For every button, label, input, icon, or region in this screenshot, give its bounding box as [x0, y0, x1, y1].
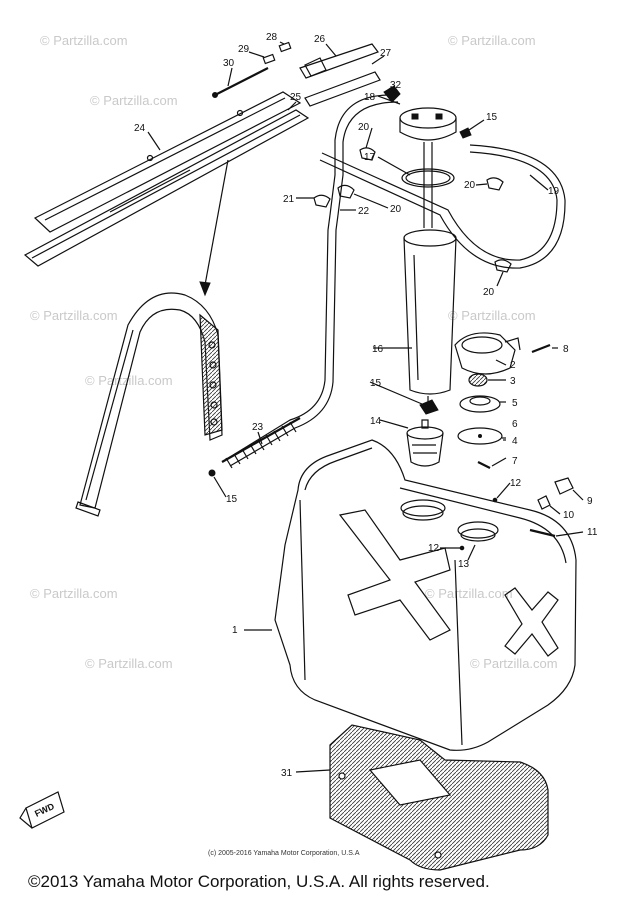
part-31-base-plate [329, 724, 549, 871]
callout-5: 5 [512, 398, 518, 409]
callout-28: 28 [266, 32, 278, 43]
callout-2: 2 [510, 360, 516, 371]
callout-14: 14 [370, 416, 382, 427]
callout-27: 27 [380, 48, 392, 59]
callout-12b: 12 [428, 543, 440, 554]
callout-32: 32 [390, 80, 402, 91]
callout-24: 24 [134, 123, 146, 134]
part-1-fuel-tank [274, 439, 577, 751]
tank-openings [400, 499, 499, 542]
part-19-vent-hose [319, 94, 566, 269]
callout-10: 10 [563, 510, 575, 521]
part-26-strap [299, 43, 379, 79]
part-16-strainer [403, 229, 457, 410]
watermark: © Partzilla.com [85, 656, 173, 671]
callout-9: 9 [587, 496, 593, 507]
fwd-label: FWD [33, 801, 56, 819]
small-copyright: (c) 2005-2016 Yamaha Motor Corporation, … [208, 850, 360, 857]
leader-lines [147, 41, 584, 773]
callout-1: 1 [232, 625, 238, 636]
parts-2-7-pump [454, 332, 551, 469]
watermark: © Partzilla.com [425, 586, 513, 601]
callout-17: 17 [364, 152, 376, 163]
part-17-o-ring [401, 168, 455, 188]
callout-15b: 15 [486, 112, 498, 123]
parts-28-29-30-fasteners [212, 41, 292, 98]
callout-12a: 12 [510, 478, 522, 489]
watermark: © Partzilla.com [30, 586, 118, 601]
callout-11: 11 [587, 527, 598, 538]
callout-21: 21 [283, 194, 295, 205]
callout-20b: 20 [464, 180, 476, 191]
callout-20c: 20 [390, 204, 402, 215]
tank-frame-bracket [75, 292, 223, 517]
assembly-arrow [199, 159, 229, 297]
callout-15c: 15 [226, 494, 238, 505]
footer-copyright: ©2013 Yamaha Motor Corporation, U.S.A. A… [28, 872, 490, 891]
callout-30: 30 [223, 58, 235, 69]
watermark: © Partzilla.com [448, 33, 536, 48]
callout-25: 25 [290, 92, 302, 103]
callout-18: 18 [364, 92, 376, 103]
callout-20d: 20 [483, 287, 495, 298]
callout-23: 23 [252, 422, 264, 433]
callout-numbers: 1 2 3 4 5 6 7 8 9 10 11 12 12 13 14 15 1… [134, 32, 598, 779]
hose-clamps [313, 147, 512, 273]
watermark: © Partzilla.com [40, 33, 128, 48]
fwd-arrow: FWD [19, 791, 65, 829]
callout-16: 16 [372, 344, 384, 355]
callout-26: 26 [314, 34, 326, 45]
callout-7: 7 [512, 456, 518, 467]
callout-3: 3 [510, 376, 516, 387]
watermark: © Partzilla.com [470, 656, 558, 671]
callout-4: 4 [512, 436, 518, 447]
watermark: © Partzilla.com [30, 308, 118, 323]
callout-22: 22 [358, 206, 370, 217]
callout-13: 13 [458, 559, 470, 570]
callout-8: 8 [563, 344, 569, 355]
callout-29: 29 [238, 44, 250, 55]
part-24-strap [33, 91, 302, 233]
watermark: © Partzilla.com [90, 93, 178, 108]
callout-15a: 15 [370, 378, 382, 389]
callout-19: 19 [548, 186, 560, 197]
callout-31: 31 [281, 768, 293, 779]
watermark: © Partzilla.com [85, 373, 173, 388]
callout-6: 6 [512, 419, 518, 430]
watermark: © Partzilla.com [448, 308, 536, 323]
part-27-bracket [304, 71, 381, 107]
watermark-group: © Partzilla.com © Partzilla.com © Partzi… [30, 33, 558, 671]
part-14-fuel-filter [406, 419, 444, 467]
part-25-strap [23, 109, 310, 267]
part-22-fuel-hose [224, 214, 339, 467]
callout-20a: 20 [358, 122, 370, 133]
part-15-clips [208, 127, 472, 477]
